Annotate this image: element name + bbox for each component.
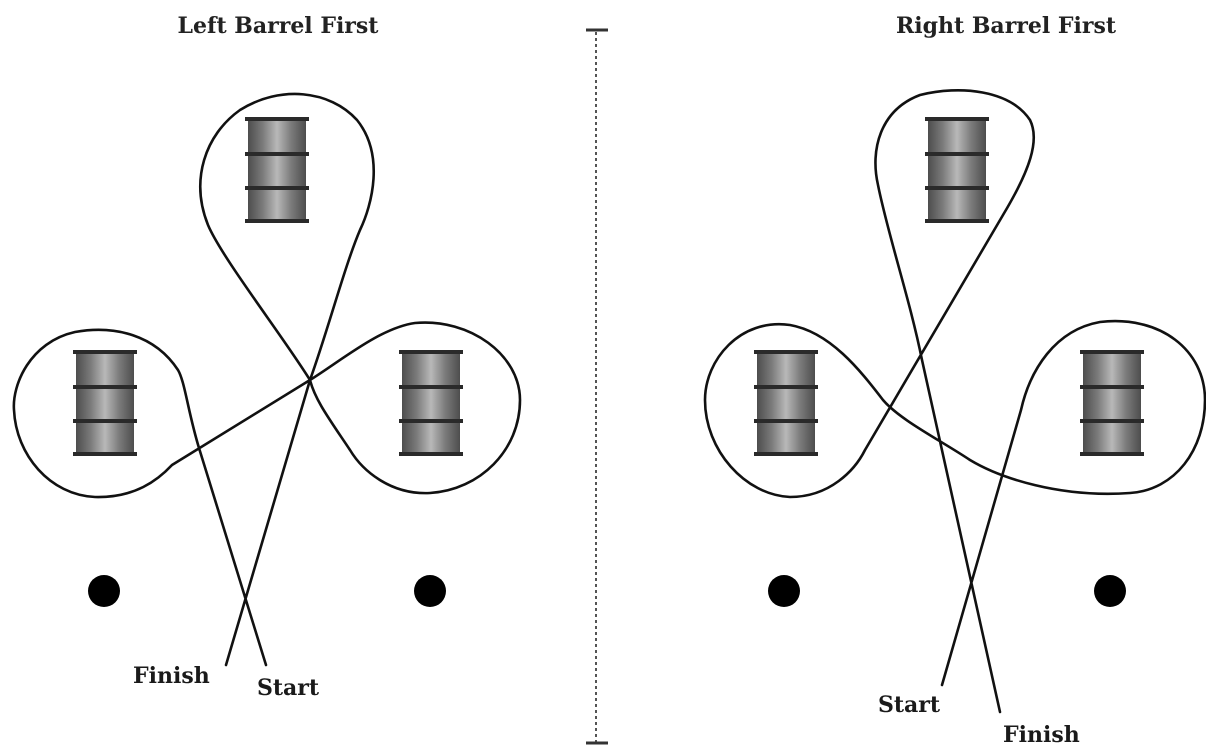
barrel-icon <box>925 117 989 223</box>
start-marker-dot <box>768 575 800 607</box>
finish-label: Finish <box>1003 722 1080 748</box>
start-label: Start <box>878 692 941 718</box>
finish-label: Finish <box>133 663 210 689</box>
start-marker-dot <box>414 575 446 607</box>
barrel-icon <box>1080 350 1144 456</box>
left-barrel-first-panel: Left Barrel First Finish Start <box>12 13 522 701</box>
start-marker-dot <box>1094 575 1126 607</box>
panel-title: Right Barrel First <box>896 13 1117 39</box>
barrel-icon <box>245 117 309 223</box>
panel-divider <box>586 28 608 745</box>
right-barrel-first-panel: Right Barrel First Start Finish <box>703 13 1206 748</box>
barrel-icon <box>73 350 137 456</box>
pattern-path <box>703 89 1206 714</box>
barrel-icon <box>754 350 818 456</box>
barrel-icon <box>399 350 463 456</box>
pattern-path <box>12 92 522 667</box>
start-label: Start <box>257 675 320 701</box>
panel-title: Left Barrel First <box>178 13 380 39</box>
start-marker-dot <box>88 575 120 607</box>
